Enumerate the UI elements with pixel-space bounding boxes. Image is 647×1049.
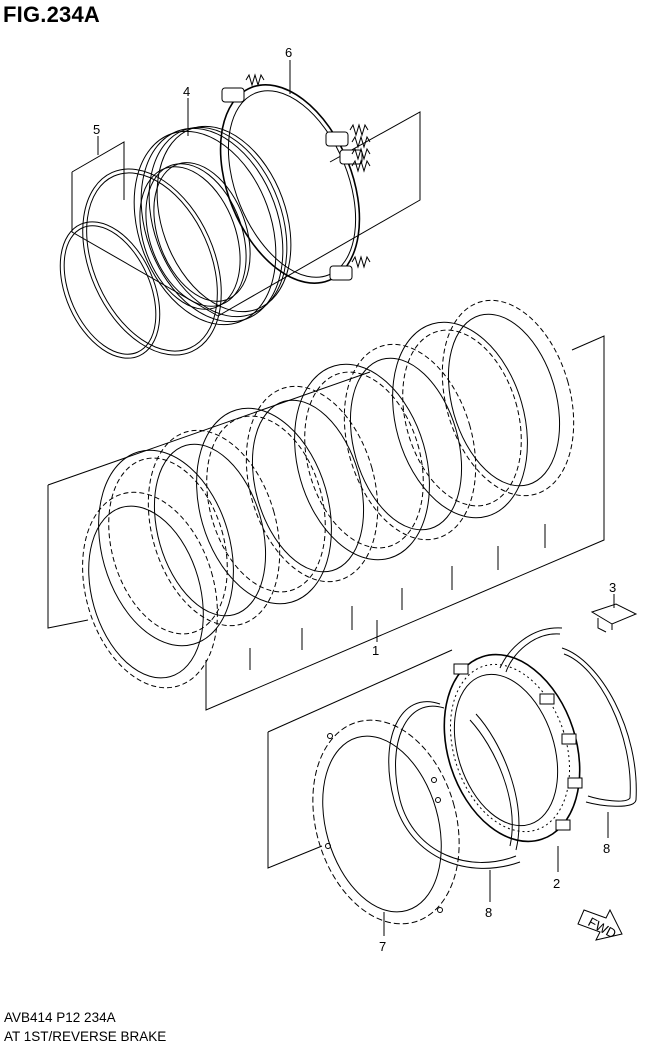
retaining-plate-7 [312,719,460,925]
figure-title: FIG.234A [3,2,100,27]
svg-text:8: 8 [603,841,610,856]
snap-ring-8a [388,701,521,869]
plate-stack-bracket [47,335,605,711]
svg-text:5: 5 [93,122,100,137]
lower-bracket [267,649,453,869]
figure-code: AVB414 P12 234A [4,1010,116,1025]
fwd-arrow-icon: FWD [577,908,623,941]
callout-8b: 8 [603,812,610,856]
snap-ring-8b [499,627,637,807]
seal-ring-5 [59,168,222,359]
callout-3: 3 [609,580,616,608]
callout-6: 6 [285,45,292,94]
callout-4: 4 [183,84,190,136]
svg-text:7: 7 [379,939,386,954]
return-spring-6 [219,74,371,284]
svg-text:8: 8 [485,905,492,920]
callout-1: 1 [372,643,379,658]
brake-hub-2 [443,653,583,843]
svg-text:2: 2 [553,876,560,891]
svg-text:1: 1 [372,643,379,658]
clutch-plates-1 [82,299,575,689]
svg-text:6: 6 [285,45,292,60]
callout-8a: 8 [485,870,492,920]
brake-piston-4 [133,125,292,326]
svg-text:3: 3 [609,580,616,595]
spring-clip-3 [590,603,638,633]
figure-name: AT 1ST/REVERSE BRAKE [4,1029,167,1044]
callout-2: 2 [553,846,560,891]
callout-5: 5 [93,122,100,150]
callout-7: 7 [379,912,386,954]
svg-text:4: 4 [183,84,190,99]
upper-bracket [71,111,421,317]
